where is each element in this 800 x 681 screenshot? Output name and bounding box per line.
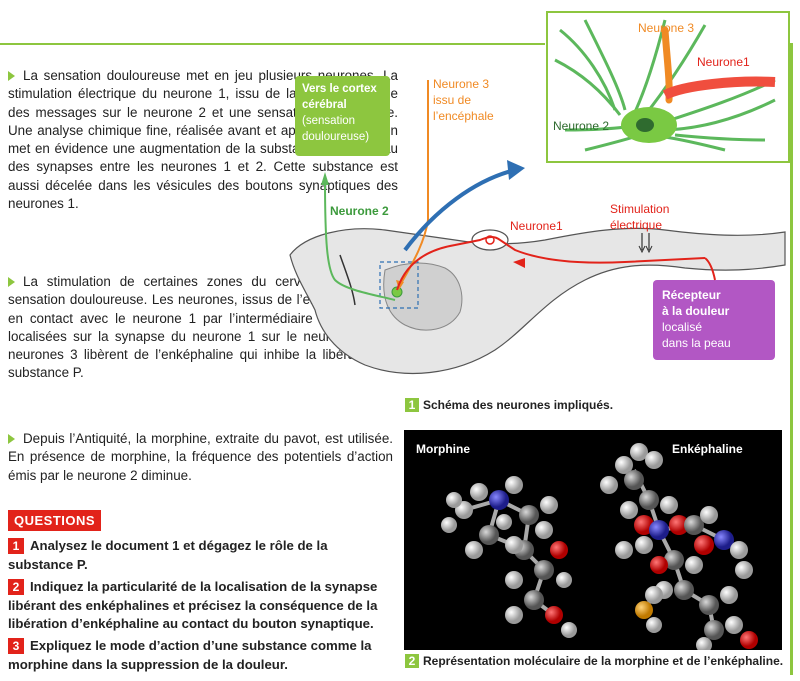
synapse-inset: Neurone 3 Neurone1 Neurone 2 xyxy=(546,11,790,163)
svg-text:dans la peau: dans la peau xyxy=(662,336,731,350)
svg-text:Récepteur: Récepteur xyxy=(662,288,721,302)
svg-text:(sensation: (sensation xyxy=(302,115,355,127)
neurone1-label: Neurone1 xyxy=(510,219,563,233)
inset-neurone3-label: Neurone 3 xyxy=(638,21,694,35)
neurone3-path xyxy=(399,80,429,286)
molecule-panel: Morphine Enképhaline xyxy=(404,430,782,650)
cortex-box: Vers le cortex cérébral (sensation doulo… xyxy=(295,76,390,156)
questions-header: QUESTIONS xyxy=(8,510,102,531)
neurone1-path xyxy=(396,236,706,291)
inset-neurone1-label: Neurone1 xyxy=(697,55,750,69)
svg-text:issu de: issu de xyxy=(433,93,471,107)
neurone3-label: Neurone 3 xyxy=(433,77,489,91)
svg-text:l’encéphale: l’encéphale xyxy=(433,109,494,123)
svg-text:cérébral: cérébral xyxy=(302,99,347,111)
paragraph-3: Depuis l’Antiquité, la morphine, extrait… xyxy=(8,431,393,483)
svg-text:Vers le cortex: Vers le cortex xyxy=(302,83,377,95)
inset-neurone2-label: Neurone 2 xyxy=(553,119,609,133)
svg-text:localisé: localisé xyxy=(662,320,702,334)
bullet-icon xyxy=(8,277,15,288)
stimulation-label: Stimulation xyxy=(610,202,669,216)
bullet-icon xyxy=(8,71,15,82)
morphine-label: Morphine xyxy=(416,442,470,456)
svg-text:à la douleur: à la douleur xyxy=(662,304,730,318)
morphine-model xyxy=(441,476,577,638)
question-number: 1 xyxy=(8,538,24,554)
bullet-icon xyxy=(8,434,15,445)
svg-text:électrique: électrique xyxy=(610,218,662,232)
neuron-diagram: Neurone 3 Neurone1 Neurone 2 Vers le cor… xyxy=(289,11,790,374)
question-number: 3 xyxy=(8,638,24,654)
ganglion xyxy=(471,229,509,251)
molecule-models xyxy=(441,443,758,650)
receptor-box: Récepteur à la douleur localisé dans la … xyxy=(653,280,775,360)
enkephaline-model xyxy=(600,443,758,650)
neurone2-label: Neurone 2 xyxy=(330,204,389,218)
question-number: 2 xyxy=(8,579,24,595)
enkephaline-label: Enképhaline xyxy=(672,442,743,456)
svg-text:douloureuse): douloureuse) xyxy=(302,131,369,143)
right-rule xyxy=(790,45,793,675)
top-rule xyxy=(0,43,545,45)
neurone2-path xyxy=(324,179,396,301)
ascending-arrow xyxy=(403,168,516,252)
